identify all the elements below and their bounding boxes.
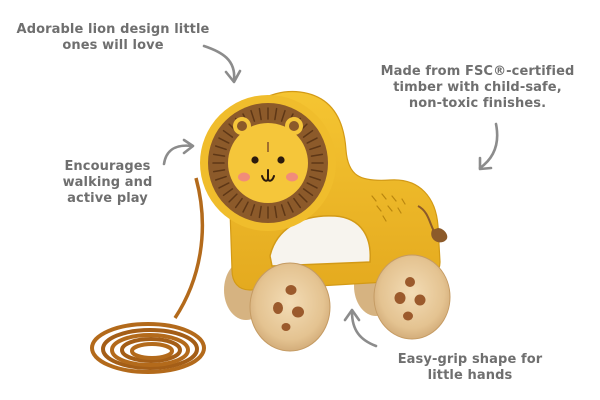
mane-stroke (214, 145, 227, 151)
mane-stroke (280, 204, 286, 217)
mane-stroke (228, 193, 238, 203)
mane-stroke (250, 204, 256, 217)
caption-line: ones will love (62, 38, 164, 53)
mane-stroke (212, 153, 226, 157)
caption-line: non-toxic finishes. (408, 96, 547, 111)
caption-grip: Easy-grip shape for little hands (370, 352, 570, 384)
curved-arrow-icon (202, 44, 242, 84)
mane-stroke (287, 201, 294, 213)
mane-stroke (274, 205, 278, 219)
caption-line: walking and (62, 175, 153, 190)
mane-stroke (234, 197, 243, 209)
mane-stroke (212, 169, 226, 173)
mane-stroke (309, 175, 322, 181)
lion-head (200, 95, 336, 231)
caption-lion-design: Adorable lion design little ones will lo… (8, 22, 218, 54)
front-wheel-left (249, 262, 331, 352)
mane-stroke (302, 129, 314, 138)
mane-stroke (306, 182, 318, 189)
front-wheel-right (373, 254, 451, 340)
caption-line: Encourages (64, 159, 151, 174)
pull-string (90, 177, 206, 374)
mane-stroke (293, 197, 302, 209)
caption-line: timber with child-safe, (393, 80, 562, 95)
mane-stroke (222, 188, 234, 197)
mane-stroke (258, 107, 262, 121)
mane-stroke (298, 193, 308, 203)
caption-line: Easy-grip shape for (397, 352, 543, 367)
mane-stroke (242, 201, 249, 213)
mane-stroke (250, 109, 256, 122)
caption-fsc: Made from FSC®-certified timber with chi… (380, 64, 575, 112)
mane-stroke (258, 205, 262, 219)
caption-walking: Encourages walking and active play (50, 159, 165, 207)
caption-line: active play (67, 191, 148, 206)
curved-arrow-icon (343, 308, 378, 348)
caption-line: little hands (427, 368, 513, 383)
mane-stroke (306, 137, 318, 144)
mane-stroke (280, 109, 286, 122)
mane-stroke (309, 145, 322, 151)
mane-stroke (310, 153, 324, 157)
caption-line: Adorable lion design little (16, 22, 210, 37)
mane-stroke (214, 175, 227, 181)
mane-stroke (310, 169, 324, 173)
mane-stroke (218, 137, 230, 144)
mane-stroke (274, 107, 278, 121)
curved-arrow-icon (162, 138, 195, 166)
mane-stroke (222, 129, 234, 138)
mane-stroke (302, 188, 314, 197)
caption-line: Made from FSC®-certified (380, 64, 575, 79)
curved-arrow-icon (478, 122, 499, 171)
mane-stroke (218, 182, 230, 189)
